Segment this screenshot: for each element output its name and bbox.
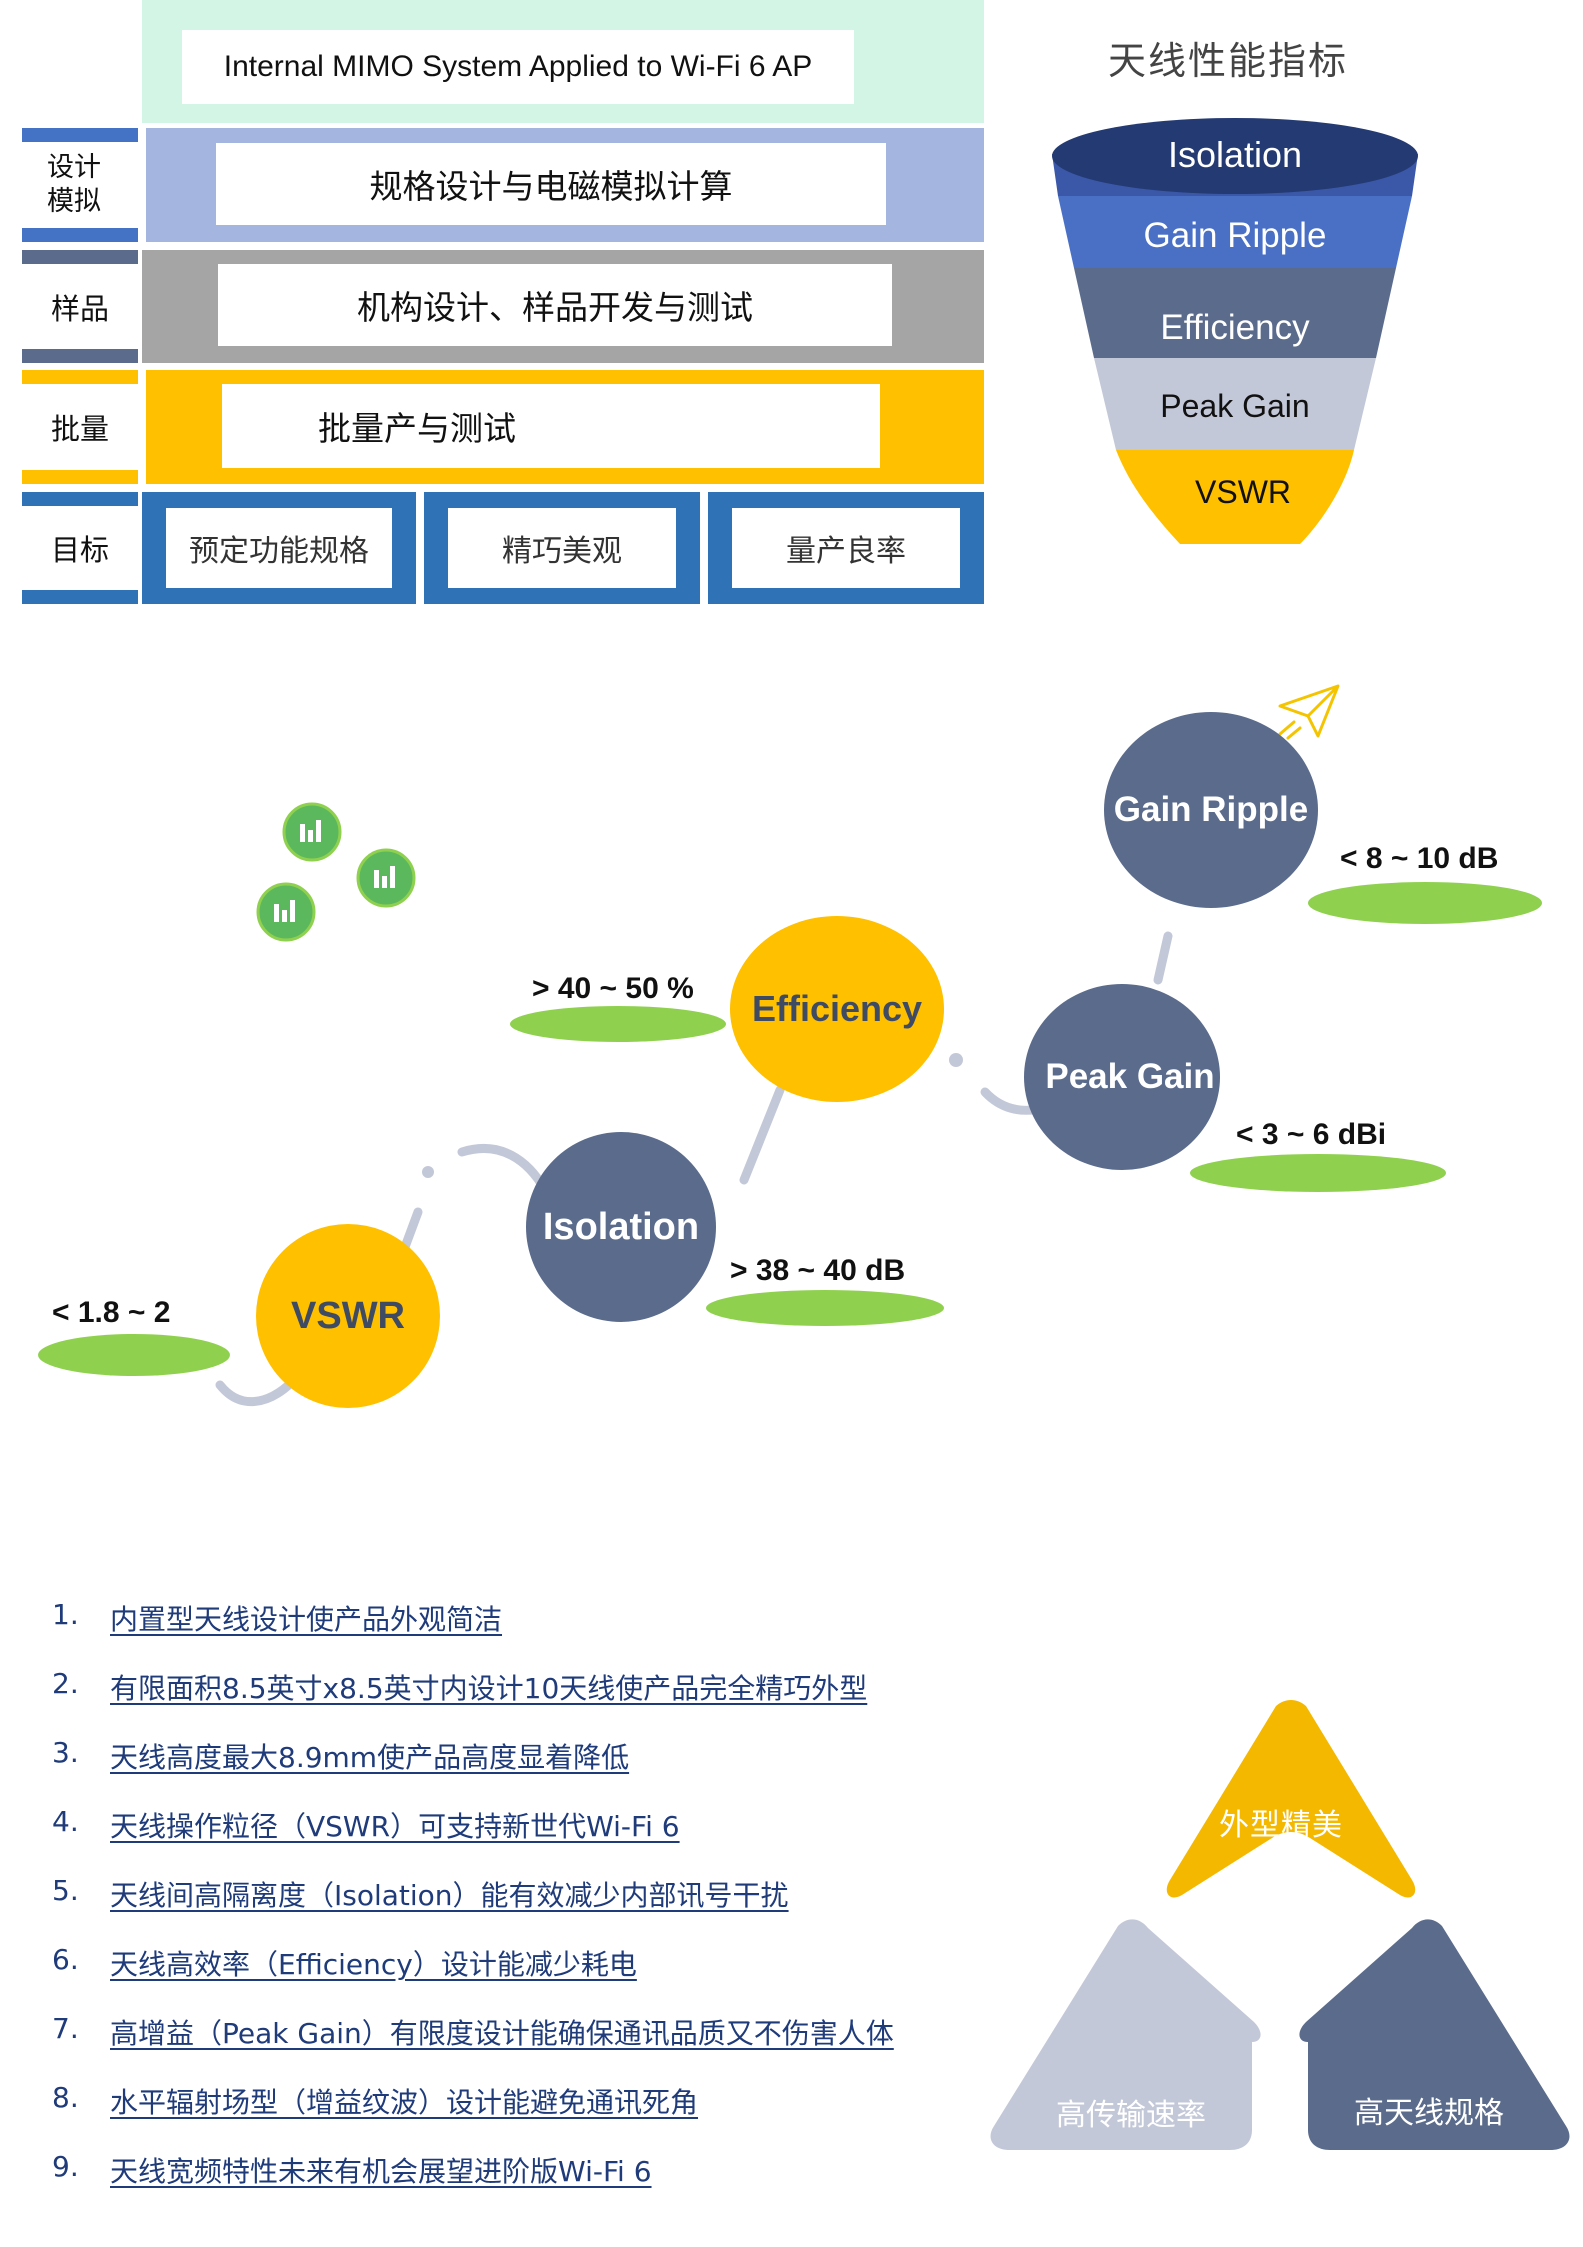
peak-gain-bubble: Peak Gain — [1024, 984, 1220, 1170]
side-label-goal: 目标 — [22, 492, 138, 604]
funnel-diagram: Isolation Gain Ripple Efficiency Peak Ga… — [1050, 116, 1420, 556]
funnel-layer-vswr: VSWR — [1195, 474, 1291, 510]
isolation-value: > 38 ~ 40 dB — [730, 1254, 906, 1287]
peak-gain-value-ellipse — [1190, 1154, 1446, 1192]
process-title: Internal MIMO System Applied to Wi-Fi 6 … — [182, 30, 854, 104]
vswr-value: < 1.8 ~ 2 — [52, 1296, 171, 1329]
gain-ripple-value-ellipse — [1308, 882, 1542, 924]
funnel-shape — [1052, 118, 1418, 544]
efficiency-value: > 40 ~ 50 % — [532, 972, 694, 1005]
isolation-value-ellipse — [706, 1290, 944, 1326]
side-label-design: 设计 模拟 — [22, 128, 138, 242]
funnel-layer-isolation: Isolation — [1167, 134, 1303, 175]
row-main-sample: 机构设计、样品开发与测试 — [218, 264, 892, 346]
chart-badge-icons — [256, 802, 416, 942]
efficiency-value-ellipse — [510, 1006, 726, 1042]
gain-ripple-bubble: Gain Ripple — [1104, 712, 1318, 908]
paper-plane-icon — [1278, 684, 1340, 740]
side-label-sample: 样品 — [22, 250, 138, 363]
metrics-path-lines — [215, 931, 1173, 1406]
row-main-batch: 批量产与测试 — [222, 384, 880, 468]
triangle-right-label: 高天线规格 — [1354, 2096, 1504, 2131]
row-main-design: 规格设计与电磁模拟计算 — [216, 143, 886, 225]
funnel-layer-gain-ripple: Gain Ripple — [1143, 216, 1327, 255]
isolation-bubble: Isolation — [526, 1132, 716, 1322]
side-label-batch: 批量 — [22, 370, 138, 484]
funnel-title: 天线性能指标 — [1108, 39, 1349, 83]
goal-box-yield: 量产良率 — [708, 492, 984, 604]
efficiency-bubble: Efficiency — [730, 916, 944, 1102]
triangle-top-label: 外型精美 — [1219, 1808, 1343, 1843]
goal-box-spec: 预定功能规格 — [142, 492, 416, 604]
gain-ripple-value: < 8 ~ 10 dB — [1340, 842, 1499, 875]
peak-gain-value: < 3 ~ 6 dBi — [1236, 1118, 1387, 1151]
triangle-diagram — [990, 1700, 1570, 2150]
funnel-layer-efficiency: Efficiency — [1160, 308, 1310, 347]
goal-box-design: 精巧美观 — [424, 492, 700, 604]
vswr-bubble: VSWR — [256, 1224, 440, 1408]
funnel-layer-peak-gain: Peak Gain — [1160, 388, 1310, 424]
vswr-value-ellipse — [38, 1334, 230, 1376]
side-label-text: 设计 模拟 — [47, 152, 101, 217]
triangle-left-label: 高传输速率 — [1056, 2098, 1206, 2133]
